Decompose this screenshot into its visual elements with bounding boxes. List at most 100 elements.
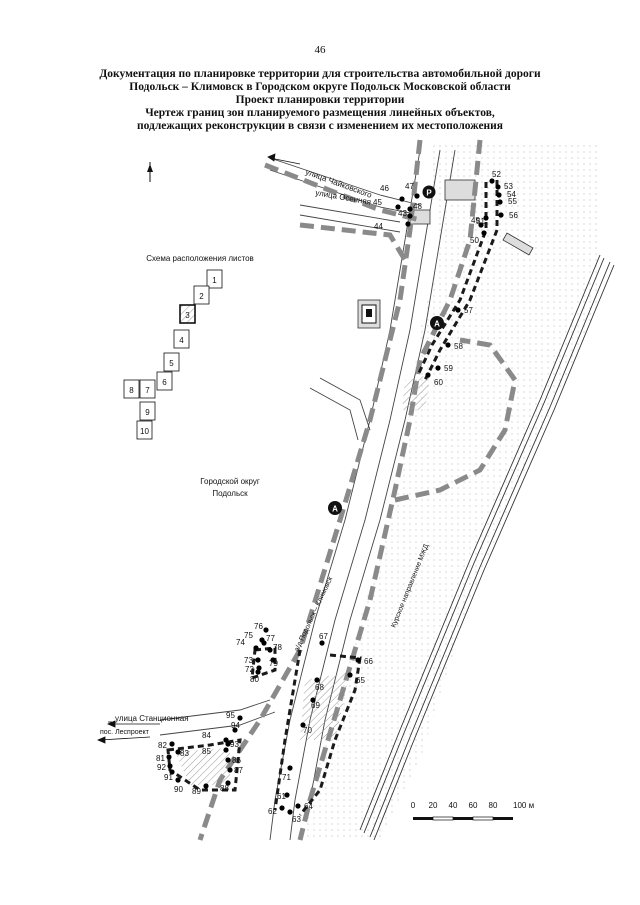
point-marker-67: [319, 640, 325, 646]
sheet-box-8: [123, 379, 140, 399]
title-line-5: подлежащих реконструкции в связи с измен…: [136, 120, 504, 132]
point-marker-87: [227, 767, 233, 773]
point-label-52: 52: [492, 170, 501, 179]
point-label-80: 80: [250, 675, 259, 684]
point-label-93: 93: [230, 740, 239, 749]
scale-tick-1: 20: [429, 801, 438, 810]
point-marker-47: [414, 193, 420, 199]
point-marker-94: [232, 727, 238, 733]
point-marker-52: [489, 178, 495, 184]
point-marker-74: [253, 645, 259, 651]
sheet-label-3: 3: [185, 311, 190, 320]
sheet-label-10: 10: [140, 427, 149, 436]
scale-tick-2: 40: [449, 801, 458, 810]
point-label-62: 62: [268, 807, 277, 816]
title-line-3: Проект планировки территории: [235, 94, 405, 106]
point-label-87: 87: [234, 766, 243, 775]
point-label-78: 78: [273, 643, 282, 652]
point-marker-68: [314, 677, 320, 683]
sheet-box-2: [193, 285, 210, 305]
sheet-box-10: [136, 420, 153, 440]
point-marker-82: [169, 741, 175, 747]
point-marker-61: [284, 792, 290, 798]
sheet-label-5: 5: [169, 359, 174, 368]
point-marker-93: [225, 741, 231, 747]
point-marker-62: [279, 805, 285, 811]
scale-tick-0: 0: [411, 801, 416, 810]
point-marker-81: [166, 754, 172, 760]
point-label-89: 89: [192, 787, 201, 796]
point-label-58: 58: [454, 342, 463, 351]
point-marker-89: [203, 783, 209, 789]
point-marker-63: [287, 809, 293, 815]
point-label-72: 72: [245, 665, 254, 674]
title-line-2: Подольск – Климовск в Городском округе П…: [129, 81, 511, 93]
schema-title: Схема расположения листов: [146, 254, 254, 263]
point-marker-86: [225, 757, 231, 763]
point-label-64: 64: [304, 802, 313, 811]
railway-tracks: [359, 254, 615, 841]
point-marker-78: [267, 647, 273, 653]
point-label-95: 95: [226, 711, 235, 720]
point-marker-80: [255, 669, 261, 675]
point-marker-58: [445, 342, 451, 348]
point-label-43: 43: [398, 209, 407, 218]
point-label-56: 56: [509, 211, 518, 220]
sheet-label-6: 6: [162, 378, 167, 387]
point-marker-44: [405, 221, 411, 227]
point-label-84: 84: [202, 731, 211, 740]
point-marker-90: [175, 777, 181, 783]
point-marker-59: [435, 365, 441, 371]
point-marker-64: [295, 803, 301, 809]
north-arrow-icon: [147, 162, 153, 182]
point-label-45: 45: [373, 198, 382, 207]
point-marker-45: [395, 204, 401, 210]
point-label-55: 55: [508, 197, 517, 206]
point-marker-76: [263, 627, 269, 633]
point-label-65: 65: [356, 676, 365, 685]
point-label-60: 60: [434, 378, 443, 387]
point-label-74: 74: [236, 638, 245, 647]
point-label-50: 50: [470, 236, 479, 245]
point-label-77: 77: [266, 634, 275, 643]
fuel-station-icon: [361, 304, 377, 324]
sheet-label-8: 8: [129, 386, 134, 395]
title-line-4: Чертеж границ зон планируемого размещени…: [145, 107, 495, 119]
point-marker-53: [495, 184, 501, 190]
point-label-68: 68: [315, 683, 324, 692]
point-label-79: 79: [269, 659, 278, 668]
zone-boundaries: [197, 139, 518, 841]
parking-icon: P: [422, 185, 436, 199]
point-marker-83: [175, 749, 181, 755]
point-label-61: 61: [277, 792, 286, 801]
point-marker-71: [287, 765, 293, 771]
point-label-71: 71: [282, 773, 291, 782]
point-marker-69: [310, 697, 316, 703]
point-label-48: 48: [413, 202, 422, 211]
sheet-label-2: 2: [199, 292, 204, 301]
sheet-label-4: 4: [179, 336, 184, 345]
point-label-47: 47: [405, 182, 414, 191]
scale-tick-3: 60: [469, 801, 478, 810]
point-label-51: 51: [476, 217, 485, 226]
marker-a-icon: A A: [328, 316, 444, 515]
point-marker-57: [455, 307, 461, 313]
point-label-63: 63: [292, 815, 301, 824]
sheet-box-4: [173, 329, 190, 349]
point-marker-70: [300, 722, 306, 728]
page-number: 46: [314, 44, 326, 56]
point-marker-54: [496, 192, 502, 198]
point-marker-73: [255, 657, 261, 663]
point-label-85: 85: [202, 747, 211, 756]
street-stancionnaya-label: улица Станционная: [115, 714, 189, 723]
point-marker-50: [481, 230, 487, 236]
point-marker-79: [270, 657, 276, 663]
point-label-83: 83: [180, 749, 189, 758]
sheet-box-7: [139, 379, 156, 399]
point-label-76: 76: [254, 622, 263, 631]
scale-tick-5: 100 м: [513, 801, 534, 810]
point-label-46: 46: [380, 184, 389, 193]
